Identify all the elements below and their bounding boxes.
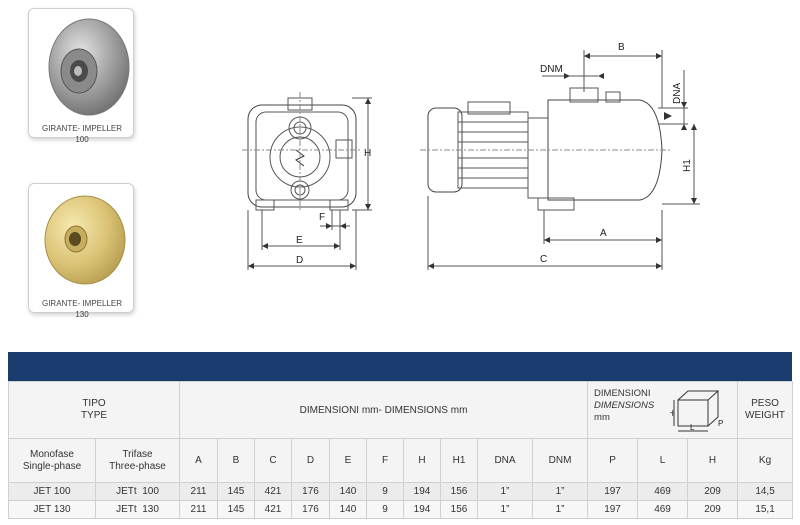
table-cell: 145 [217,500,255,519]
model-three-phase: JETt 130 [95,500,180,519]
packing-dimensions-header: DIMENSIONI DIMENSIONS mm H L P [587,381,739,439]
table-header-row-2: Monofase Single-phase Trifase Three-phas… [8,438,794,483]
impeller-130-caption: GIRANTE- IMPELLER [41,299,122,308]
impeller-100-caption: GIRANTE- IMPELLER [41,124,122,133]
tipo-header: TIPO TYPE [8,381,180,439]
column-header: C [254,438,292,483]
table-cell: 176 [291,482,330,501]
impeller-130-image [44,195,126,285]
weight-header: PESO WEIGHT [737,381,794,439]
table-cell: 211 [179,482,218,501]
table-cell: 145 [217,482,255,501]
weight-label: WEIGHT [745,410,786,421]
box-label-p: P [718,419,723,428]
column-header: A [179,438,218,483]
column-header: H1 [440,438,478,483]
dim-label-b: B [618,42,625,53]
box-label-h: H [670,409,674,418]
dimensions-header: DIMENSIONI mm- DIMENSIONS mm [178,381,589,439]
dim-label-dna: DNA [672,83,683,104]
table-cell: 194 [403,500,441,519]
monofase-header: Monofase Single-phase [8,438,96,483]
model-single-phase: JET 100 [8,482,96,501]
table-cell: 1” [531,482,589,501]
dim-label-h: H [364,148,371,159]
box-dimensions-icon: H L P [670,390,723,432]
table-cell: 197 [587,500,639,519]
impeller-100-size: 100 [75,135,89,144]
column-header: Kg [737,438,794,483]
table-header-band [8,352,792,381]
table-cell: 469 [637,482,689,501]
packing-title-unit: mm [594,412,610,423]
impeller-100-image [48,18,130,116]
column-header: L [637,438,689,483]
column-header: D [291,438,330,483]
table-cell: 156 [440,482,478,501]
dim-label-d: D [296,255,303,266]
dimensions-table: TIPO TYPE DIMENSIONI mm- DIMENSIONS mm D… [8,381,794,519]
column-header: F [366,438,404,483]
dim-label-f: F [319,212,325,223]
dim-label-a: A [600,228,607,239]
dim-label-dnm: DNM [540,64,563,75]
packing-title-it: DIMENSIONI [594,388,651,399]
column-header: B [217,438,255,483]
dim-label-e: E [296,235,303,246]
table-cell: 176 [291,500,330,519]
three-phase-label: Three-phase [109,460,166,472]
type-label: TYPE [80,410,108,421]
impeller-130-card: GIRANTE- IMPELLER 130 [28,183,134,319]
table-cell: 9 [366,500,404,519]
model-single-phase: JET 130 [8,500,96,519]
column-header: DNA [477,438,533,483]
table-cell: 469 [637,500,689,519]
table-cell: 1” [477,500,533,519]
table-cell: 14,5 [737,482,794,501]
dim-label-c: C [540,254,547,265]
peso-label: PESO [751,398,779,409]
table-cell: 156 [440,500,478,519]
technical-drawing: H E F D B DNM DNA H1 A C [242,42,700,270]
packing-title-en: DIMENSIONS [594,400,655,411]
impeller-130-size: 130 [75,310,89,319]
table-cell: 1” [477,482,533,501]
column-header: H [403,438,441,483]
column-header: P [587,438,639,483]
trifase-label: Trifase [122,448,153,460]
table-cell: 197 [587,482,639,501]
table-cell: 209 [687,482,739,501]
single-phase-label: Single-phase [22,460,82,472]
tipo-label: TIPO [82,398,106,409]
dim-label-h1: H1 [682,159,693,172]
impeller-100-card: GIRANTE- IMPELLER 100 [28,8,134,144]
column-header: DNM [531,438,589,483]
box-label-l: L [690,423,695,432]
table-cell: 140 [329,482,367,501]
model-three-phase: JETt 100 [95,482,180,501]
column-header: H [687,438,739,483]
table-cell: 209 [687,500,739,519]
table-cell: 421 [254,482,292,501]
table-cell: 211 [179,500,218,519]
table-cell: 15,1 [737,500,794,519]
table-cell: 1” [531,500,589,519]
table-cell: 140 [329,500,367,519]
monofase-label: Monofase [30,448,74,460]
table-cell: 421 [254,500,292,519]
column-header: E [329,438,367,483]
table-cell: 194 [403,482,441,501]
trifase-header: Trifase Three-phase [95,438,180,483]
front-view [242,92,372,270]
table-cell: 9 [366,482,404,501]
side-view [420,50,700,270]
table-header-row-1: TIPO TYPE DIMENSIONI mm- DIMENSIONS mm D… [8,381,794,439]
